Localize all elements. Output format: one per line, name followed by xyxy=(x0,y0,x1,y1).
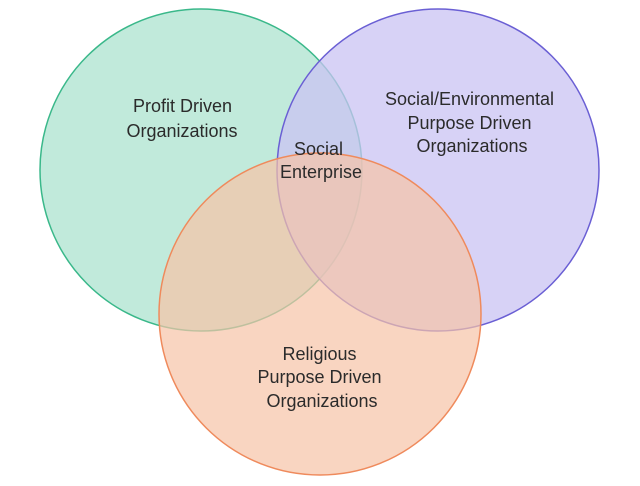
profit-driven-label: Profit Driven Organizations xyxy=(126,96,237,141)
social-enterprise-label: Social Enterprise xyxy=(280,139,362,182)
social-environmental-label: Social/Environmental Purpose Driven Orga… xyxy=(385,89,559,156)
religious-label: Religious Purpose Driven Organizations xyxy=(257,344,386,411)
religious-circle xyxy=(158,152,482,476)
